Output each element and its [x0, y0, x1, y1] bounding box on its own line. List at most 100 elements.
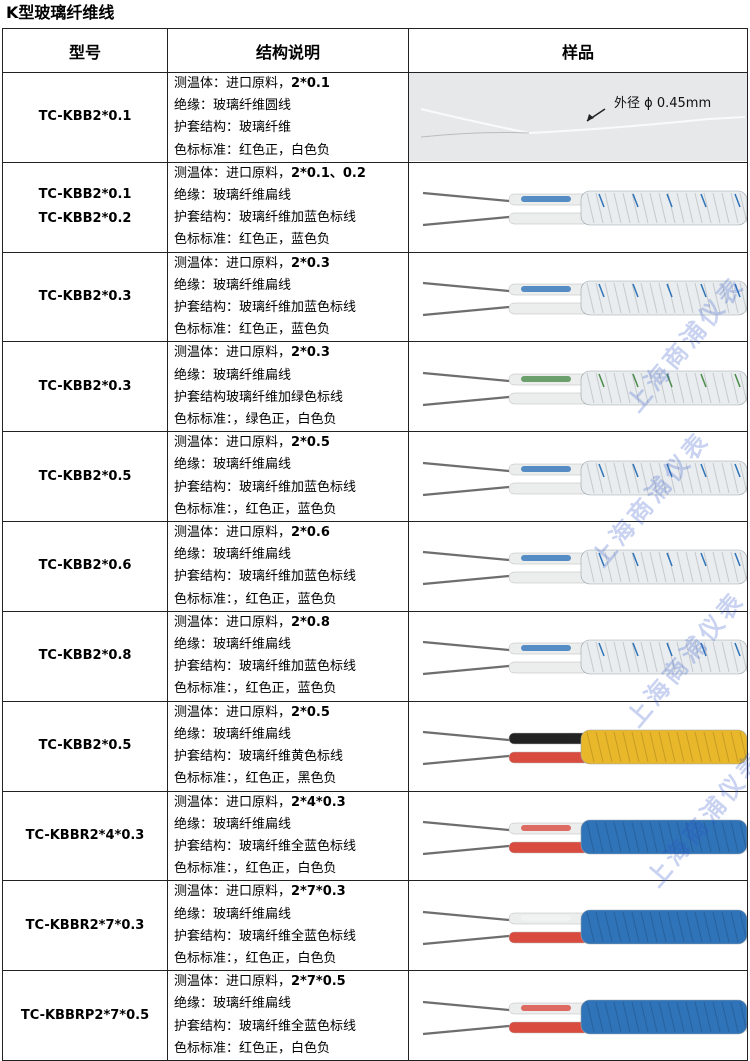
- braid-texture: [721, 552, 730, 583]
- structure-line: 色标标准：，红色正，蓝色负: [174, 499, 408, 521]
- braid-texture: [595, 1001, 604, 1032]
- braid-texture: [703, 552, 712, 583]
- braid-texture: [595, 552, 604, 583]
- structure-line: 测温体：进口原料，2*7*0.5: [174, 971, 408, 993]
- braid-texture: [730, 731, 739, 763]
- outer-sheath: [580, 280, 747, 316]
- structure-text: 护套结构：玻璃纤维加蓝色标线: [174, 300, 357, 316]
- braid-texture: [586, 552, 595, 583]
- model-name: TC-KBBR2*4*0.3: [25, 827, 145, 843]
- braid-texture: [712, 462, 721, 493]
- braid-texture: [658, 642, 667, 673]
- braid-texture: [703, 282, 712, 314]
- outer-sheath: [580, 909, 747, 945]
- braid-texture: [613, 372, 622, 403]
- wire-sample-image: [422, 460, 747, 496]
- braid-texture: [640, 462, 649, 493]
- braid-texture: [676, 911, 685, 942]
- model-cell: TC-KBB2*0.6: [2, 521, 168, 612]
- model-cell: TC-KBB2*0.3: [2, 251, 168, 343]
- wire-sample-image: [422, 819, 747, 856]
- wire-sample-image: [422, 370, 747, 406]
- braid-texture: [721, 282, 730, 314]
- outer-sheath: [580, 550, 747, 585]
- braid-texture: [694, 372, 703, 403]
- braid-texture: [604, 282, 613, 314]
- braid-texture: [622, 821, 631, 853]
- braid-texture: [658, 821, 667, 853]
- color-tag-stripe: [521, 735, 571, 742]
- sheath-tracer: [734, 643, 741, 657]
- conductor-positive: [422, 192, 510, 203]
- braid-texture: [739, 1001, 747, 1032]
- braid-texture: [640, 372, 649, 403]
- braid-texture: [649, 821, 658, 853]
- braid-texture: [712, 731, 721, 763]
- braid-texture: [631, 193, 640, 224]
- header-structure: 结构说明: [167, 28, 409, 73]
- outer-sheath: [580, 370, 747, 406]
- braid-texture: [685, 462, 694, 493]
- structure-text: 护套结构玻璃纤维加绿色标线: [174, 389, 344, 405]
- sheath-tracer: [666, 283, 673, 298]
- braid-texture: [595, 642, 604, 673]
- structure-text: 绝缘：玻璃纤维扁线: [174, 816, 292, 832]
- braid-texture: [703, 911, 712, 942]
- spec-value: 2*7*0.3: [291, 884, 346, 900]
- braid-texture: [649, 193, 658, 224]
- braid-texture: [658, 731, 667, 763]
- braid-texture: [586, 821, 595, 853]
- braid-texture: [622, 642, 631, 673]
- braid-texture: [694, 642, 703, 673]
- structure-line: 测温体：进口原料，2*0.3: [174, 253, 408, 275]
- braid-texture: [730, 552, 739, 583]
- model-cell: TC-KBBR2*7*0.3: [2, 880, 168, 972]
- sheath-tracer: [666, 463, 673, 477]
- structure-text: 色标标准：红色正，白色负: [174, 142, 331, 158]
- structure-line: 色标标准：红色正，蓝色负: [174, 229, 408, 251]
- braid-texture: [676, 821, 685, 853]
- braid-texture: [739, 552, 747, 583]
- structure-line: 护套结构：玻璃纤维: [174, 117, 408, 139]
- structure-text: 色标标准：红色正，蓝色负: [174, 232, 331, 248]
- model-name: TC-KBB2*0.5: [38, 468, 132, 484]
- braid-texture: [712, 552, 721, 583]
- inner-core-negative: [508, 482, 590, 494]
- structure-line: 色标标准：，红色正，蓝色负: [174, 589, 408, 611]
- structure-text: 测温体：进口原料，: [174, 884, 292, 900]
- braid-texture: [640, 911, 649, 942]
- model-name: TC-KBB2*0.2: [38, 211, 132, 227]
- braid-texture: [613, 552, 622, 583]
- arrow-head: [587, 114, 594, 122]
- inner-core-negative: [508, 841, 590, 854]
- braid-texture: [685, 552, 694, 583]
- model-name: TC-KBBR2*7*0.3: [25, 917, 145, 933]
- sheath-tracer: [700, 553, 707, 567]
- structure-line: 护套结构：玻璃纤维全蓝色标线: [174, 836, 408, 858]
- outer-sheath: [580, 639, 747, 675]
- structure-text: 护套结构：玻璃纤维加蓝色标线: [174, 210, 357, 226]
- conductor-positive: [422, 281, 510, 293]
- conductor-positive: [422, 371, 510, 382]
- structure-text: 护套结构：玻璃纤维黄色标线: [174, 749, 344, 765]
- color-tag-stripe: [521, 914, 571, 921]
- braid-texture: [712, 1001, 721, 1032]
- model-name: TC-KBBRP2*7*0.5: [20, 1007, 150, 1023]
- structure-text: 测温体：进口原料，: [174, 255, 292, 271]
- braid-texture: [622, 552, 631, 583]
- conductor-negative: [422, 934, 510, 945]
- table-header-row: 型号 结构说明 样品: [2, 28, 748, 73]
- model-cell: TC-KBB2*0.3: [2, 341, 168, 433]
- inner-core-negative: [508, 1021, 590, 1033]
- braid-texture: [658, 911, 667, 942]
- structure-line: 测温体：进口原料，2*7*0.3: [174, 881, 408, 903]
- braid-texture: [604, 642, 613, 673]
- braid-texture: [649, 642, 658, 673]
- braid-texture: [676, 193, 685, 224]
- braid-texture: [649, 1001, 658, 1032]
- sample-cell: [408, 700, 748, 792]
